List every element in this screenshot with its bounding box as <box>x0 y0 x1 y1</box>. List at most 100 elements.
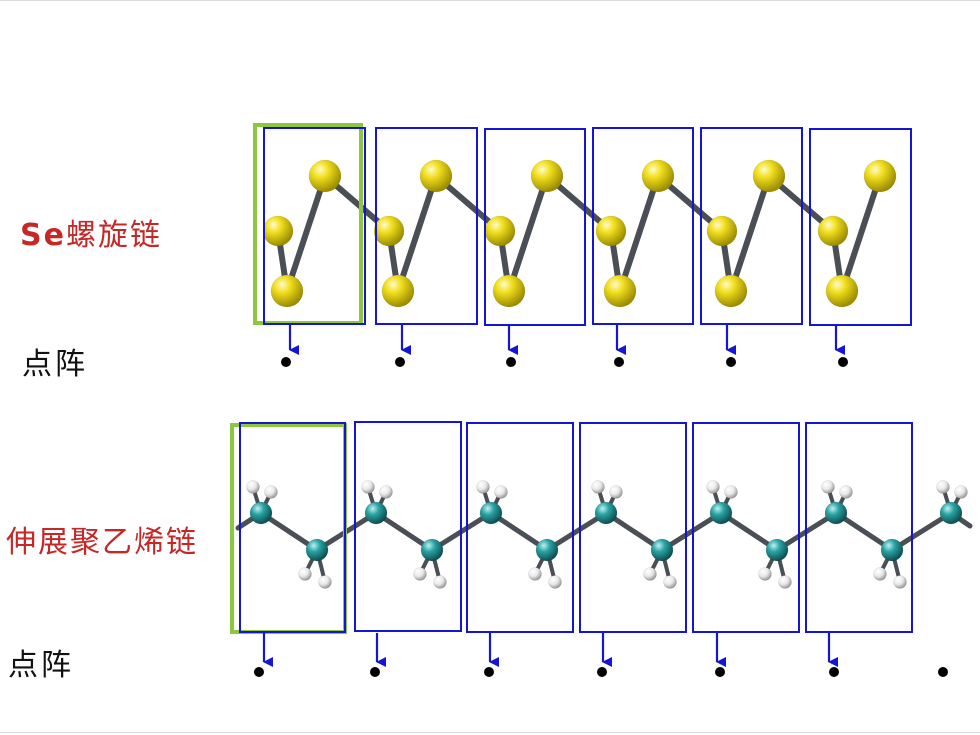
lattice-point <box>614 357 624 367</box>
hydrogen-atom <box>318 575 332 589</box>
carbon-atom <box>824 501 848 525</box>
lattice-point <box>506 357 516 367</box>
hydrogen-atom <box>643 567 657 581</box>
se-unit-cell <box>809 128 912 326</box>
se-atom <box>484 215 516 247</box>
se-atom <box>595 215 627 247</box>
hydrogen-atom <box>476 480 490 494</box>
lattice-point <box>370 667 380 677</box>
pe-bond <box>258 510 320 553</box>
hydrogen-atom <box>873 567 887 581</box>
pe-unit-cell <box>692 422 800 633</box>
hydrogen-atom <box>528 567 542 581</box>
se-atom <box>863 159 897 193</box>
pe-bond <box>544 510 609 553</box>
se-chain-label: Se螺旋链 <box>20 221 162 251</box>
se-atom <box>714 274 748 308</box>
lattice-point <box>597 667 607 677</box>
hydrogen-atom <box>413 567 427 581</box>
hydrogen-atom <box>264 485 278 499</box>
hydrogen-atom <box>494 485 508 499</box>
se-atom <box>308 159 342 193</box>
hydrogen-atom <box>548 575 562 589</box>
pe-unit-cell <box>239 422 346 633</box>
se-atom <box>603 274 637 308</box>
se-bond <box>728 173 772 294</box>
hydrogen-atom <box>758 567 772 581</box>
carbon-atom <box>594 501 618 525</box>
pe-bond <box>718 510 780 553</box>
se-atom <box>706 215 738 247</box>
hydrogen-atom <box>706 480 720 494</box>
se-unit-cell <box>484 128 586 326</box>
lattice-point <box>726 357 736 367</box>
pe-bond <box>833 510 895 553</box>
lattice-layer <box>254 324 948 677</box>
se-chain-label-suffix: 螺旋链 <box>65 218 162 253</box>
se-atom <box>262 215 294 247</box>
carbon-atom <box>479 501 503 525</box>
carbon-atom <box>420 538 444 562</box>
lattice-point <box>254 667 264 677</box>
carbon-atom <box>880 538 904 562</box>
carbon-atom <box>364 501 388 525</box>
se-bond <box>617 173 661 294</box>
se-atom <box>492 274 526 308</box>
lattice-point <box>829 667 839 677</box>
pe-bond <box>373 510 435 553</box>
carbon-atom <box>765 538 789 562</box>
hydrogen-atom <box>821 480 835 494</box>
hydrogen-atom <box>778 575 792 589</box>
se-atom <box>752 159 786 193</box>
se-atom <box>641 159 675 193</box>
hydrogen-atom <box>298 567 312 581</box>
lattice-point <box>715 667 725 677</box>
top-rule <box>0 0 980 1</box>
se-atom <box>530 159 564 193</box>
unit-cells-layer <box>230 123 913 634</box>
hydrogen-atom <box>361 480 375 494</box>
carbon-atom <box>650 538 674 562</box>
se-unit-cell <box>375 127 478 325</box>
lattice-label-bottom: 点阵 <box>8 648 74 683</box>
se-unit-cell <box>700 127 803 325</box>
hydrogen-atom <box>591 480 605 494</box>
se-atom <box>373 215 405 247</box>
pe-unit-cell <box>354 421 462 632</box>
se-bond <box>506 173 550 294</box>
pe-unit-cell <box>805 422 913 633</box>
hydrogen-atom <box>839 485 853 499</box>
pe-bond <box>659 510 724 553</box>
bottom-rule <box>0 732 980 733</box>
carbon-atom <box>709 501 733 525</box>
se-atom <box>825 274 859 308</box>
lattice-point <box>838 357 848 367</box>
se-atom <box>419 159 453 193</box>
hydrogen-atom <box>246 480 260 494</box>
hydrogen-atom <box>893 575 907 589</box>
hydrogen-atom <box>954 485 968 499</box>
se-atom <box>381 274 415 308</box>
pe-bond <box>889 510 954 553</box>
carbon-atom <box>249 501 273 525</box>
se-atom <box>270 274 304 308</box>
se-atom <box>817 215 849 247</box>
lattice-label-top: 点阵 <box>22 347 88 382</box>
se-bond <box>395 173 439 294</box>
atoms-layer <box>246 159 968 589</box>
carbon-atom <box>305 538 329 562</box>
hydrogen-atom <box>663 575 677 589</box>
pe-bond <box>488 510 550 553</box>
hydrogen-atom <box>433 575 447 589</box>
hydrogen-atom <box>609 485 623 499</box>
pe-unit-cell <box>466 422 574 633</box>
carbon-atom <box>939 501 963 525</box>
se-unit-cell <box>592 127 694 325</box>
lattice-point <box>938 667 948 677</box>
hydrogen-atom <box>936 480 950 494</box>
se-chain-label-prefix: Se <box>20 218 66 253</box>
lattice-point <box>484 667 494 677</box>
lattice-point <box>281 357 291 367</box>
carbon-atom <box>535 538 559 562</box>
